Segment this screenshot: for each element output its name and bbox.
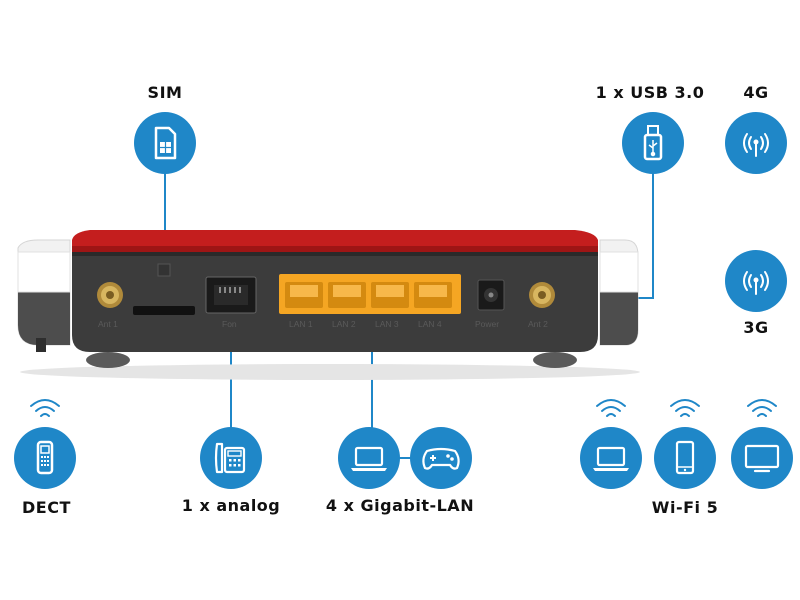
gamepad-icon: [410, 427, 472, 489]
sim-label: SIM: [147, 83, 183, 102]
router-foot-left: [86, 352, 130, 368]
sim-card-icon: [134, 112, 196, 174]
router-foot-right: [533, 352, 577, 368]
umts-antenna-signal-icon: [725, 250, 787, 312]
lan-label: 4 x Gigabit-LAN: [325, 496, 475, 515]
wifi-label: Wi-Fi 5: [651, 498, 719, 517]
lte-label: 4G: [743, 83, 769, 102]
power-port: Power: [475, 279, 505, 329]
lan1-port-label: LAN 1: [289, 319, 313, 329]
lan-ports: LAN 1 LAN 2 LAN 3 LAN 4: [279, 274, 461, 329]
ant2-port-label: Ant 2: [528, 319, 548, 329]
dect-wifi-waves: [30, 399, 60, 417]
tablet-icon: [654, 427, 716, 489]
usb-connector: [632, 172, 654, 299]
lan3-port-label: LAN 3: [375, 319, 399, 329]
wifi-waves-icon: [30, 399, 777, 417]
ant1-port: Ant 1: [97, 282, 123, 329]
laptop-wifi-waves: [596, 399, 626, 417]
tablet-wifi-waves: [670, 399, 700, 417]
cordless-phone-icon: [14, 427, 76, 489]
sim-slot-marker: [157, 263, 171, 277]
desk-phone-icon: [200, 427, 262, 489]
ant2-port: Ant 2: [528, 282, 555, 329]
laptop-icon: [338, 427, 400, 489]
umts-label: 3G: [743, 318, 769, 337]
analog-label: 1 x analog: [181, 496, 281, 515]
wifi-laptop-icon: [580, 427, 642, 489]
power-port-label: Power: [475, 319, 499, 329]
fon-port-label: Fon: [222, 319, 237, 329]
lan4-port-label: LAN 4: [418, 319, 442, 329]
sim-slot: [133, 306, 195, 315]
lan2-port-label: LAN 2: [332, 319, 356, 329]
usb-label: 1 x USB 3.0: [595, 83, 705, 102]
dect-label: DECT: [22, 498, 71, 517]
monitor-wifi-waves: [747, 399, 777, 417]
fon-port: Fon: [205, 276, 257, 329]
ant1-port-label: Ant 1: [98, 319, 118, 329]
monitor-icon: [731, 427, 793, 489]
lte-antenna-signal-icon: [725, 112, 787, 174]
usb-stick-icon: [622, 112, 684, 174]
